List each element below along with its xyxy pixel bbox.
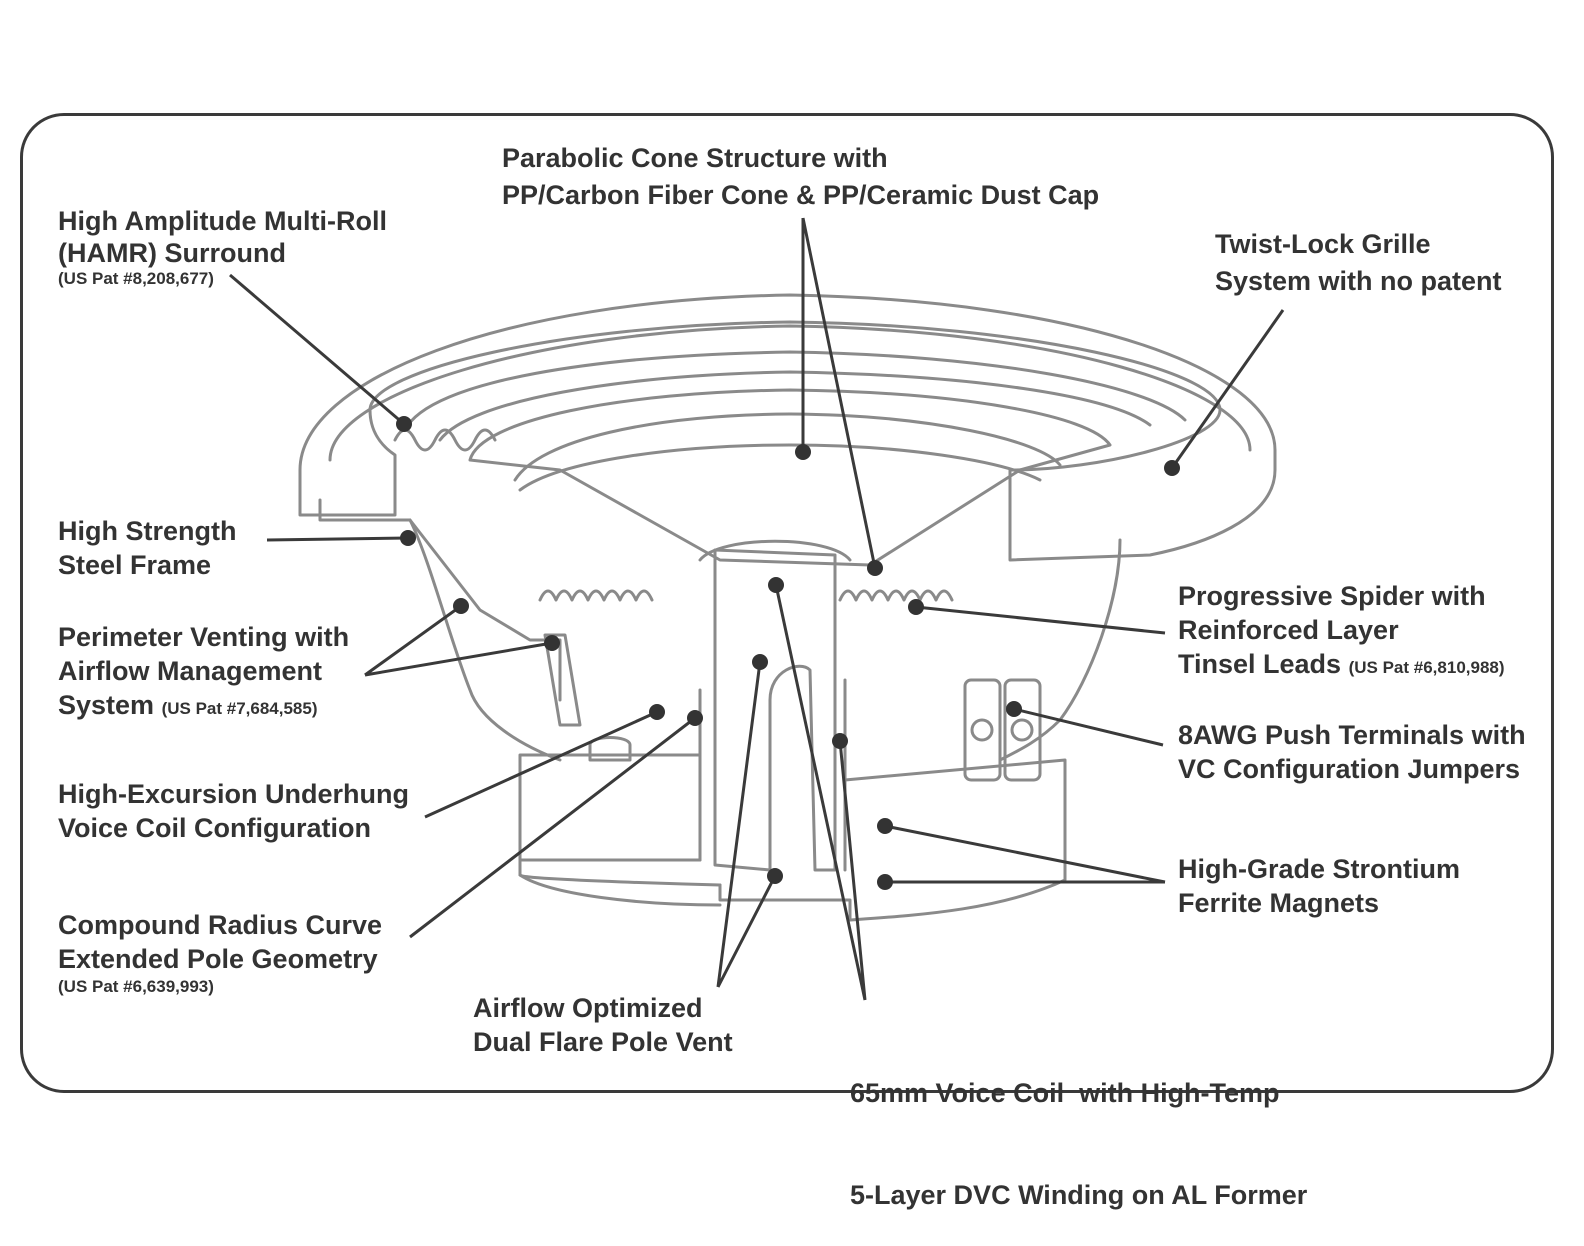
label-line: 65mm Voice Coil with High-Temp <box>850 1078 1280 1108</box>
label-pole-geometry: Compound Radius Curve Extended Pole Geom… <box>58 908 382 998</box>
leader-voice-coil <box>774 584 867 1001</box>
label-voice-coil: 65mm Voice Coil with High-Temp 5-Layer D… <box>850 1008 1307 1246</box>
label-line: Steel Frame <box>58 550 212 580</box>
callout-dot <box>767 868 783 884</box>
label-line: Airflow Management <box>58 656 323 686</box>
label-line: Progressive Spider with <box>1178 581 1486 611</box>
leader-hamr <box>229 273 405 426</box>
frame-right <box>998 538 1122 762</box>
label-line: Dual Flare Pole Vent <box>473 1027 733 1057</box>
patent-note: (US Pat #6,810,988) <box>1348 658 1505 677</box>
label-text: System <box>58 690 155 720</box>
label-line: Airflow Optimized <box>473 993 703 1023</box>
label-line: Parabolic Cone Structure with <box>502 143 888 173</box>
grille-ring-inner <box>328 324 1252 462</box>
cone-inner <box>513 412 1062 482</box>
label-line: VC Configuration Jumpers <box>1178 754 1521 784</box>
label-line: Ferrite Magnets <box>1178 888 1380 918</box>
frame-left <box>318 498 562 762</box>
leader-pole <box>409 716 696 939</box>
label-line: Voice Coil Configuration <box>58 813 371 843</box>
callout-dot <box>1164 460 1180 476</box>
surround-wave <box>393 428 497 452</box>
label-line: Tinsel Leads (US Pat #6,810,988) <box>1178 647 1505 685</box>
label-line: Extended Pole Geometry <box>58 944 378 974</box>
label-line: High-Grade Strontium <box>1178 854 1460 884</box>
callout-dot <box>768 577 784 593</box>
callout-dot <box>908 599 924 615</box>
spider-left <box>538 589 654 602</box>
motor-bottom <box>518 873 722 907</box>
callout-dot <box>396 416 412 432</box>
label-hamr-surround: High Amplitude Multi-Roll (HAMR) Surroun… <box>58 204 387 290</box>
patent-note: (US Pat #6,639,993) <box>58 977 214 996</box>
leader-grille <box>1170 309 1285 469</box>
label-line: PP/Carbon Fiber Cone & PP/Ceramic Dust C… <box>502 180 1100 210</box>
magnet-left <box>518 778 722 887</box>
spider-right <box>838 589 954 602</box>
grille-ring <box>298 293 1277 562</box>
callout-dot <box>752 654 768 670</box>
label-line: Perimeter Venting with <box>58 622 350 652</box>
patent-note: (US Pat #7,684,585) <box>161 699 318 718</box>
cone <box>468 388 1112 567</box>
callout-dot <box>400 530 416 546</box>
label-progressive-spider: Progressive Spider with Reinforced Layer… <box>1178 579 1505 685</box>
frame-left-2 <box>408 518 562 702</box>
label-line: 5-Layer DVC Winding on AL Former <box>850 1180 1308 1210</box>
label-line: Compound Radius Curve <box>58 910 383 940</box>
callout-dot <box>832 733 848 749</box>
label-line: System (US Pat #7,684,585) <box>58 688 349 726</box>
diagram-border <box>20 113 1554 1093</box>
surround-roll-2 <box>438 370 1152 442</box>
label-line: High Strength <box>58 516 237 546</box>
label-push-terminals: 8AWG Push Terminals with VC Configuratio… <box>1178 718 1526 786</box>
label-twist-lock-grille: Twist-Lock Grille System with no patent <box>1215 226 1502 300</box>
terminal-1 <box>963 678 1002 782</box>
back-plate <box>718 883 852 922</box>
label-text: Tinsel Leads <box>1178 649 1342 679</box>
label-line: High Amplitude Multi-Roll <box>58 206 387 236</box>
former <box>698 539 852 562</box>
label-underhung-voice-coil: High-Excursion Underhung Voice Coil Conf… <box>58 777 409 845</box>
label-perimeter-venting: Perimeter Venting with Airflow Managemen… <box>58 620 349 726</box>
callout-dot <box>544 635 560 651</box>
callout-dot <box>795 444 811 460</box>
callout-dot <box>649 704 665 720</box>
label-line: System with no patent <box>1215 266 1502 296</box>
surround <box>403 350 1187 432</box>
patent-note: (US Pat #8,208,677) <box>58 269 214 288</box>
leader-cone <box>801 217 877 569</box>
callout-dot <box>453 598 469 614</box>
label-line: Reinforced Layer <box>1178 615 1399 645</box>
top-plate <box>518 753 702 862</box>
leader-frame <box>266 536 409 542</box>
leader-underhung <box>424 710 658 819</box>
leader-pole-vent <box>716 661 777 988</box>
label-line: 8AWG Push Terminals with <box>1178 720 1526 750</box>
label-steel-frame: High Strength Steel Frame <box>58 514 236 582</box>
terminal-2 <box>1003 678 1042 782</box>
label-line: (HAMR) Surround <box>58 238 286 268</box>
label-line: Twist-Lock Grille <box>1215 229 1431 259</box>
callout-dot <box>1006 701 1022 717</box>
pole-piece <box>713 548 837 872</box>
label-ferrite-magnets: High-Grade Strontium Ferrite Magnets <box>1178 852 1460 920</box>
callout-dot <box>867 560 883 576</box>
leader-magnets <box>884 824 1166 884</box>
leader-spider <box>915 605 1166 635</box>
label-line: High-Excursion Underhung <box>58 779 409 809</box>
callout-dot <box>877 874 893 890</box>
label-cone-structure: Parabolic Cone Structure with PP/Carbon … <box>502 140 1099 214</box>
leader-terminals <box>1013 707 1164 747</box>
leader-venting <box>364 604 553 677</box>
callout-dot <box>687 710 703 726</box>
callout-dot <box>877 818 893 834</box>
cone-lower <box>518 443 1042 492</box>
vent-slot <box>543 633 582 727</box>
label-pole-vent: Airflow Optimized Dual Flare Pole Vent <box>473 991 733 1059</box>
